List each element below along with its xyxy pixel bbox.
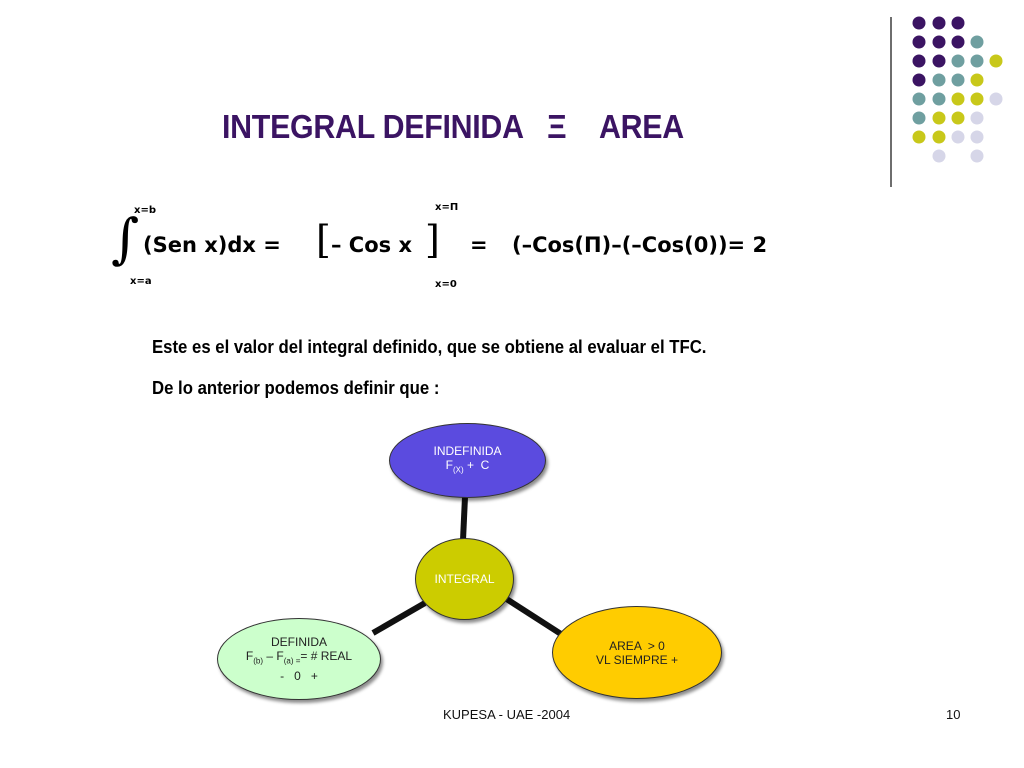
dot-row-4 xyxy=(912,73,984,87)
footer-text: KUPESA - UAE -2004 xyxy=(443,707,571,722)
node-area-line-2: VL SIEMPRE + xyxy=(596,652,678,667)
slide-title: INTEGRAL DEFINIDA Ξ AREA xyxy=(222,108,684,145)
node-integral: INTEGRAL xyxy=(415,538,514,620)
dot-row-5 xyxy=(912,92,1003,106)
dot-row-2 xyxy=(912,35,984,49)
decorative-vertical-line xyxy=(890,17,892,187)
equation-result: (–Cos(Π)–(–Cos(0))= 2 xyxy=(512,233,768,257)
dot-row-8 xyxy=(932,149,984,163)
node-definida-title: DEFINIDA xyxy=(270,635,327,650)
integral-sign: ∫ xyxy=(111,207,140,270)
dot-row-3 xyxy=(912,54,1003,68)
connector-top xyxy=(460,496,468,541)
bracket-content: – Cos x xyxy=(331,233,413,257)
node-indefinida-formula: F(X) + C xyxy=(445,457,490,475)
bracket-close: ] xyxy=(425,218,440,262)
node-definida: DEFINIDA F(b) – F(a) == # REAL - 0 + xyxy=(217,618,381,700)
dot-row-1 xyxy=(912,16,965,30)
body-line-2: De lo anterior podemos definir que : xyxy=(152,378,440,398)
lower-limit: x=a xyxy=(130,276,152,287)
node-definida-formula: F(b) – F(a) == # REAL xyxy=(245,649,353,666)
evaluation-upper: x=Π xyxy=(435,202,459,213)
page-number: 10 xyxy=(946,707,961,722)
node-indefinida: INDEFINIDA F(X) + C xyxy=(389,423,546,498)
evaluation-lower: x=0 xyxy=(435,279,457,290)
upper-limit: x=b xyxy=(134,205,156,216)
node-indefinida-title: INDEFINIDA xyxy=(433,443,502,458)
connector-right xyxy=(503,595,563,637)
node-integral-label: INTEGRAL xyxy=(434,572,495,586)
bracket-open: [ xyxy=(316,218,331,262)
connector-left xyxy=(371,600,427,636)
node-area-line-1: AREA > 0 xyxy=(609,638,665,653)
dot-row-7 xyxy=(912,130,984,144)
integrand: (Sen x)dx = xyxy=(143,233,281,257)
node-definida-range: - 0 + xyxy=(280,668,318,683)
node-area: AREA > 0 VL SIEMPRE + xyxy=(552,606,722,699)
dot-row-6 xyxy=(912,111,984,125)
body-line-1: Este es el valor del integral definido, … xyxy=(152,337,707,357)
equals-sign: = xyxy=(470,233,488,257)
